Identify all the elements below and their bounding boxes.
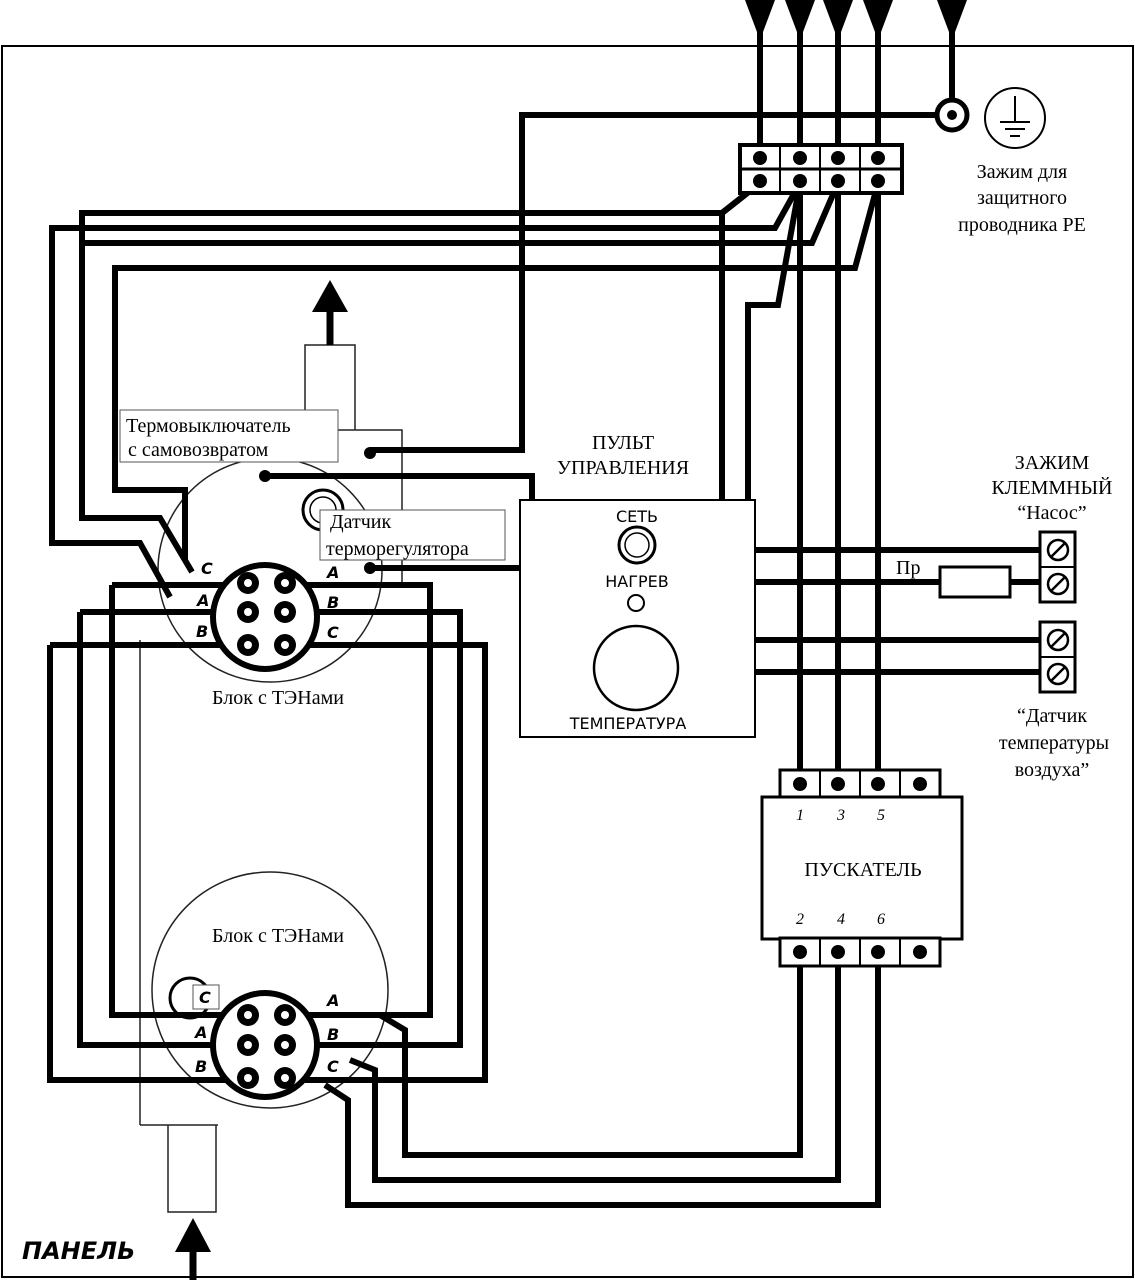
starter-terminal-3: 3 [836,807,845,824]
phase-label-top-a-right: A [325,563,339,582]
phase-label-top-c-right: C [327,623,339,642]
thermal-switch-label-2: с самовозвратом [128,439,269,461]
ground-icon [984,87,1046,149]
starter-terminal-6: 6 [877,911,885,928]
sensor-label-box [319,509,506,561]
phase-label-bottom-a-left: A [193,1023,207,1042]
heater-block-top-label: Блок с ТЭНами [212,687,344,709]
air-sensor-label-3: воздуха” [1015,759,1090,781]
panel-label: ПАНЕЛЬ [22,1237,135,1265]
phase-label-bottom-b-right: B [327,1025,339,1044]
starter-terminal-5: 5 [877,807,885,824]
terminal-clamp-label-1: ЗАЖИМ [1015,452,1090,474]
pe-clamp-label-3: проводника PE [958,214,1086,236]
control-terminals [259,447,376,574]
control-panel-title-2: УПРАВЛЕНИЯ [557,457,689,479]
air-sensor-label-2: температуры [999,732,1109,754]
phase-label-bottom-b-left: B [195,1057,207,1076]
temperature-knob [592,624,680,712]
phase-label-bottom-c-right: C [327,1057,339,1076]
panel-arrow [175,1218,211,1280]
temperature-knob-label: ТЕМПЕРАТУРА [569,714,687,733]
heater-block-bottom-circle [151,871,389,1109]
supply-arrows [745,0,967,40]
sensor-label-2: терморегулятора [326,538,469,560]
control-panel-title-1: ПУЛЬТ [592,432,654,454]
phase-label-bottom-c-left: C [199,988,211,1007]
phase-label-top-b-right: B [327,593,339,612]
wiring [47,18,1042,1208]
air-sensor-label-1: “Датчик [1017,705,1087,727]
network-indicator-label: СЕТЬ [616,507,658,526]
outlet-arrow [312,280,348,345]
enclosure-border [1,45,1134,1278]
starter-terminal-1: 1 [796,807,804,824]
thermal-switch-label-box [119,409,339,463]
starter-terminal-2: 2 [796,911,804,928]
heater-bottom-terminals [210,990,320,1100]
pump-terminals [1038,530,1077,604]
heater-block-bottom-label: Блок с ТЭНами [212,925,344,947]
heating-indicator [627,594,645,612]
thermal-switch-label-1: Термовыключатель [126,415,291,437]
control-panel [519,499,756,738]
phase-label-top-b-left: B [196,622,208,641]
starter-label: ПУСКАТЕЛЬ [804,859,921,881]
air-sensor-terminals [1038,620,1077,694]
heater-top-terminals [210,562,320,672]
starter [760,768,964,968]
phase-label-top-a-left: A [195,591,209,610]
fuse-symbol [938,565,1012,599]
bottom-c-label-box [192,984,220,1010]
pe-clamp-label-2: защитного [977,187,1067,209]
fuse-label: Пр [896,557,920,579]
phase-label-top-c-left: C [201,559,213,578]
input-terminal-block [738,143,904,195]
heating-indicator-label: НАГРЕВ [605,572,668,591]
terminal-clamp-label-2: КЛЕММНЫЙ [991,476,1112,499]
starter-terminal-4: 4 [837,911,845,928]
sensor-label-1: Датчик [330,511,392,533]
pe-clamp-label-1: Зажим для [977,161,1067,183]
phase-label-bottom-a-right: A [325,991,339,1010]
terminal-clamp-label-3: “Насос” [1017,502,1086,524]
